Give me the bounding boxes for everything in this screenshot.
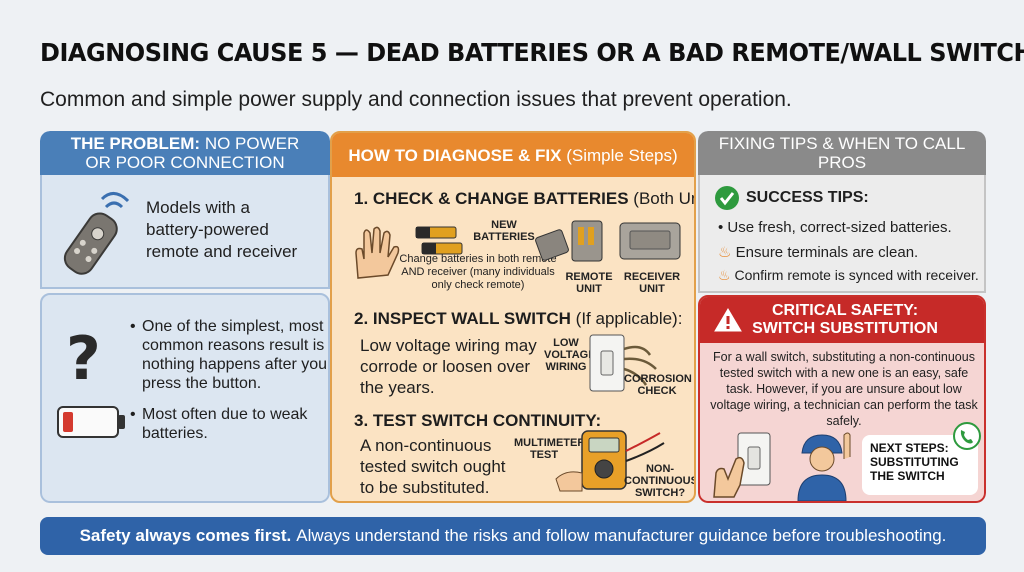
tip-item-3-text: Confirm remote is synced with receiver. (734, 267, 979, 283)
success-tips-title: SUCCESS TIPS: (746, 189, 869, 206)
flame-icon: ♨ (718, 244, 732, 261)
battery-note: Change batteries in both remote AND rece… (399, 253, 557, 291)
flame-icon: ♨ (718, 267, 731, 283)
step-2-title: 2. INSPECT WALL SWITCH (If applicable): (354, 309, 682, 329)
hand-switch-icon (713, 432, 771, 498)
corrosion-label: CORROSION CHECK (624, 373, 692, 397)
multimeter-label: MULTIMETER TEST (514, 437, 586, 461)
step-3-text: A non-continuous tested switch ought to … (360, 436, 506, 497)
technician-icon (797, 432, 851, 501)
low-voltage-label: LOW VOLTAGE WIRING (544, 337, 596, 373)
non-continuous-label: NON-CONTINUOUS SWITCH? (624, 463, 696, 499)
diagnose-header-rest: (Simple Steps) (566, 145, 678, 165)
footer-banner: Safety always comes first.Always underst… (40, 517, 986, 555)
reason-bullet-2: •Most often due to weak batteries. (130, 406, 308, 442)
step-2-text: Low voltage wiring may corrode or loosen… (360, 336, 537, 397)
success-tips-panel: SUCCESS TIPS: • Use fresh, correct-sized… (698, 175, 986, 293)
tip-item-2: ♨ Ensure terminals are clean. (718, 243, 918, 261)
problem-header: THE PROBLEM: NO POWER OR POOR CONNECTION (40, 131, 330, 175)
safety-title: CRITICAL SAFETY: SWITCH SUBSTITUTION (752, 302, 938, 337)
safety-text: For a wall switch, substituting a non-co… (710, 350, 978, 428)
wall-switch-icon (589, 334, 657, 392)
footer-bold: Safety always comes first. (79, 526, 292, 545)
batteries-icon (415, 226, 463, 255)
svg-text:?: ? (66, 324, 101, 394)
step-1-rest: (Both Units): (633, 189, 694, 208)
tip-item-1-text: Use fresh, correct-sized batteries. (727, 219, 952, 236)
tip-item-1: • Use fresh, correct-sized batteries. (718, 219, 952, 236)
problem-column: THE PROBLEM: NO POWER OR POOR CONNECTION… (40, 131, 330, 503)
low-battery-icon (57, 406, 125, 438)
warning-icon (714, 308, 742, 332)
page-title: DIAGNOSING CAUSE 5 — DEAD BATTERIES OR A… (40, 38, 1024, 67)
page-subtitle: Common and simple power supply and conne… (40, 88, 792, 111)
remote-unit-icon (535, 220, 603, 262)
question-icon: ? (66, 324, 101, 394)
step-1-bold: 1. CHECK & CHANGE BATTERIES (354, 189, 629, 208)
phone-icon (953, 422, 981, 450)
models-panel: Models with a battery-powered remote and… (40, 175, 330, 289)
receiver-unit-label: RECEIVER UNIT (623, 271, 681, 295)
diagnose-header: HOW TO DIAGNOSE & FIX (Simple Steps) (332, 133, 694, 177)
step-3-title: 3. TEST SWITCH CONTINUITY: (354, 411, 602, 430)
diagnose-column: HOW TO DIAGNOSE & FIX (Simple Steps) 1. … (330, 131, 696, 503)
reason-bullet-1-text: One of the simplest, most common reasons… (142, 318, 328, 392)
diagnose-header-bold: HOW TO DIAGNOSE & FIX (348, 145, 562, 165)
reason-bullet-2-text: Most often due to weak batteries. (142, 406, 308, 442)
step-2-bold: 2. INSPECT WALL SWITCH (354, 309, 571, 328)
remote-unit-label: REMOTE UNIT (565, 271, 613, 295)
hand-icon (355, 226, 400, 279)
new-batteries-label: NEW BATTERIES (473, 219, 535, 243)
safety-header: CRITICAL SAFETY: SWITCH SUBSTITUTION (700, 297, 984, 343)
tips-column: FIXING TIPS & WHEN TO CALL PROS SUCCESS … (698, 131, 986, 503)
check-icon (715, 186, 739, 210)
problem-header-bold: THE PROBLEM: (70, 134, 201, 153)
tip-item-3: ♨ Confirm remote is synced with receiver… (718, 267, 979, 284)
tips-header: FIXING TIPS & WHEN TO CALL PROS (698, 131, 986, 175)
step-1-title: 1. CHECK & CHANGE BATTERIES (Both Units)… (354, 189, 694, 209)
reason-bullet-1: •One of the simplest, most common reason… (130, 318, 328, 392)
multimeter-icon (555, 430, 665, 492)
tip-item-2-text: Ensure terminals are clean. (735, 244, 919, 261)
problem-header-rest: NO POWER OR POOR CONNECTION (85, 134, 300, 172)
remote-icon (63, 192, 130, 275)
reasons-panel: ? •One of the simplest, most common reas… (40, 293, 330, 503)
models-text: Models with a battery-powered remote and… (146, 198, 298, 261)
step-2-rest: (If applicable): (575, 309, 683, 328)
critical-safety-panel: CRITICAL SAFETY: SWITCH SUBSTITUTION For… (698, 295, 986, 503)
receiver-unit-icon (619, 222, 681, 260)
footer-rest: Always understand the risks and follow m… (296, 526, 947, 545)
